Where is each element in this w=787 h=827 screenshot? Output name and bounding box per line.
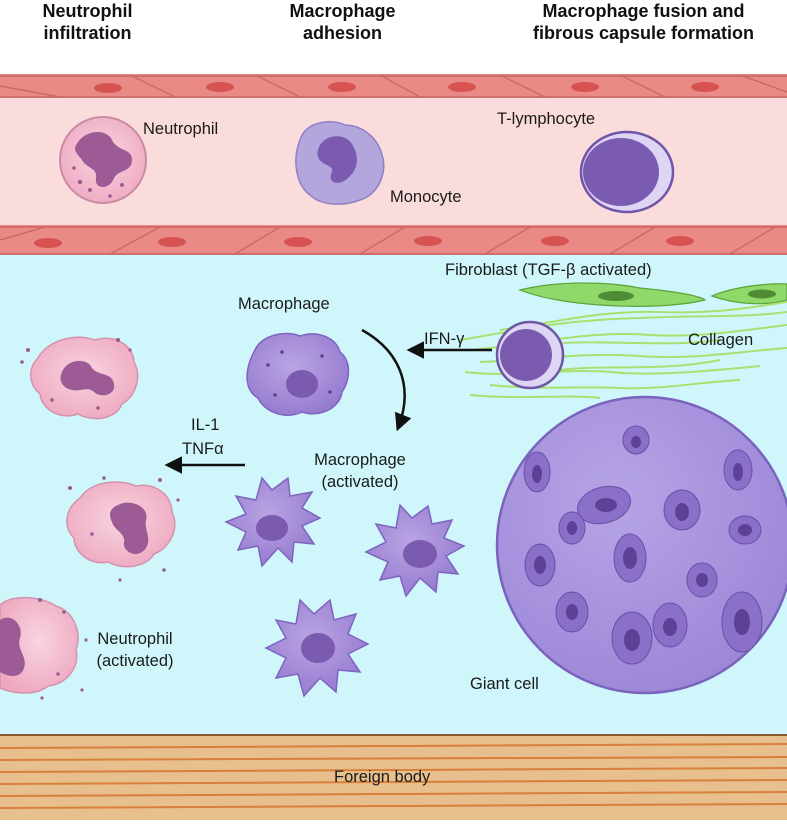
- endothelium-bottom: [0, 225, 787, 255]
- label-neutrophil-activated: Neutrophil (activated): [80, 628, 190, 672]
- activated-macrophage-1: [224, 476, 322, 568]
- header-line: fibrous capsule formation: [532, 23, 755, 43]
- foreign-body-material: [0, 734, 787, 820]
- label-collagen: Collagen: [688, 331, 754, 349]
- t-lymphocyte-cell: [579, 130, 675, 214]
- header-line: Macrophage fusion and: [542, 1, 745, 21]
- t-lymphocyte-tissue: [495, 320, 565, 390]
- activated-neutrophil-2: [66, 476, 180, 582]
- label-il1: IL-1: [191, 416, 220, 434]
- label-line: Macrophage: [314, 451, 406, 469]
- header-line: infiltration: [43, 23, 132, 43]
- label-tnf-alpha: TNFα: [182, 440, 224, 458]
- activated-macrophage-3: [264, 598, 370, 698]
- header-neutrophil-infiltration: Neutrophil infiltration: [0, 0, 175, 44]
- label-macrophage-activated: Macrophage (activated): [300, 449, 420, 493]
- label-line: Neutrophil: [97, 630, 173, 648]
- label-giant-cell: Giant cell: [470, 675, 539, 693]
- label-fibroblast: Fibroblast (TGF-β activated): [445, 261, 652, 279]
- neutrophil-cell: [59, 116, 147, 204]
- header-line: Neutrophil: [42, 1, 133, 21]
- label-monocyte: Monocyte: [390, 188, 462, 206]
- label-t-lymphocyte: T-lymphocyte: [497, 110, 596, 128]
- label-line: (activated): [321, 473, 399, 491]
- label-line: (activated): [96, 652, 174, 670]
- label-ifn-gamma: IFN-γ: [424, 330, 465, 348]
- activation-arrow: [361, 328, 412, 432]
- header-line: adhesion: [302, 23, 382, 43]
- activated-neutrophil-3: [0, 596, 88, 700]
- endothelium-top: [0, 74, 787, 98]
- label-neutrophil: Neutrophil: [143, 120, 219, 138]
- header-macrophage-adhesion: Macrophage adhesion: [255, 0, 430, 44]
- giant-cell: [495, 395, 787, 695]
- monocyte-cell: [295, 121, 385, 205]
- activated-neutrophil-1: [20, 336, 139, 420]
- label-macrophage: Macrophage: [238, 295, 330, 313]
- activated-macrophage-2: [364, 503, 466, 598]
- fibroblast-cells: [518, 282, 787, 307]
- label-foreign-body: Foreign body: [334, 768, 431, 786]
- macrophage-cell: [246, 332, 350, 416]
- collagen-fibres: [459, 301, 787, 399]
- header-line: Macrophage: [289, 1, 396, 21]
- header-macrophage-fusion: Macrophage fusion and fibrous capsule fo…: [500, 0, 787, 44]
